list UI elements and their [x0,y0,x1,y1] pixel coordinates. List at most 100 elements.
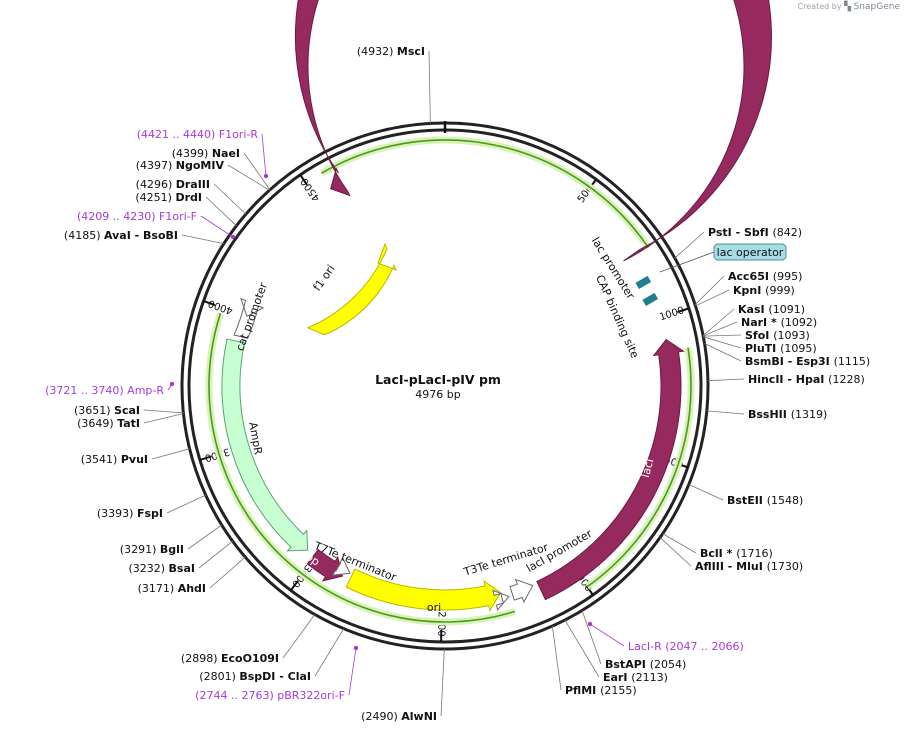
site-leader-line [243,152,271,191]
site-label: PflMI (2155) [565,684,637,697]
feature-cap-site-box [642,292,659,306]
site-position: (2490) [361,710,401,723]
site-name: PluTI [745,342,780,355]
site-label: NarI * (1092) [741,316,817,329]
site-name: SfoI [745,329,773,342]
site-name: KpnI [733,284,765,297]
site-leader-line [707,378,745,382]
primer-mark [169,381,175,387]
site-position: (4397) [136,159,176,172]
feature-label-ori: ori [427,601,441,614]
site-position: (3171) [138,582,178,595]
feature-laci-arrow [536,338,685,601]
site-label: BclI * (1716) [700,547,773,560]
site-leader-line [706,410,745,415]
site-leader-line [181,234,224,245]
site-leader-line [314,628,345,677]
site-name: PflMI [565,684,600,697]
site-leader-line [703,336,742,349]
site-name: BstAPI [605,658,650,671]
site-position: (1091) [768,303,805,316]
site-position: (1092) [781,316,818,329]
map-title: LacI-pLacI-pIV pm [375,372,501,387]
site-leader-line [213,183,247,215]
site-leader-line [694,275,725,305]
site-position: (1093) [773,329,810,342]
lac-operator-label: lac operator [717,246,784,259]
site-label: (4399) NaeI [172,147,240,160]
feature-t3te-arrow [492,589,510,611]
feature-ampr-arrow [221,338,309,552]
site-label: KasI (1091) [738,303,805,316]
feature-label-ampr: AmpR [246,421,265,456]
site-leader-line [703,321,738,337]
site-name: Acc65I [728,270,773,283]
tick-mark [199,455,212,461]
m13-guide [321,139,649,248]
primer-label: (4421 .. 4440) F1ori-R [137,128,259,141]
ampr-guide [208,313,516,623]
site-position: (3232) [128,562,168,575]
site-label: BssHII (1319) [748,408,827,421]
primer-label: (4209 .. 4230) F1ori-F [77,210,197,223]
site-label: (3291) BglI [120,543,184,556]
primer-mark [230,234,236,240]
snapgene-credit: Created by ▚ SnapGene [798,2,900,12]
site-name: AlwNI [401,710,437,723]
feature-lac-promoter-box [635,275,652,289]
site-leader-line [688,484,724,501]
site-label: (3393) FspI [97,507,163,520]
site-label: (3232) BsaI [128,562,195,575]
site-label: (3649) TatI [77,417,140,430]
site-label: (2490) AlwNI [361,710,437,723]
feature-ori-arrow [345,568,502,612]
site-position: (2113) [631,671,668,684]
site-position: (1716) [736,547,773,560]
site-name: AflIII - MluI [695,560,767,573]
site-position: (1115) [834,355,871,368]
site-label: PluTI (1095) [745,342,817,355]
site-name: TatI [117,417,140,430]
site-position: (999) [765,284,795,297]
site-position: (2155) [600,684,637,697]
site-leader-line [674,231,705,259]
feature-label-f1ori: f1 ori [311,263,338,294]
feature-t7te-arrow [331,556,351,576]
site-label: Acc65I (995) [728,270,802,283]
site-label: AflIII - MluI (1730) [695,560,803,573]
site-label: PstI - SbfI (842) [708,226,802,239]
site-name: BglI [160,543,184,556]
site-label: KpnI (999) [733,284,795,297]
tick-label: 4500 [299,176,322,203]
site-leader-line [703,334,742,337]
site-name: DrdI [175,191,202,204]
credit-prefix: Created by [797,2,842,11]
site-leader-line [227,164,270,191]
feature-f1-ori-arrow [306,242,397,336]
site-position: (4296) [136,178,176,191]
site-name: NarI * [741,316,781,329]
site-label: (2898) EcoO109I [181,652,279,665]
site-name: ScaI [114,404,140,417]
site-name: AhdI [178,582,206,595]
site-position: (842) [773,226,803,239]
site-leader-line [440,648,445,717]
tick-mark [299,174,308,186]
site-label: BstEII (1548) [727,494,803,507]
feature-label-laci: lacI [639,457,656,479]
site-position: (2801) [199,670,239,683]
site-label: BstAPI (2054) [605,658,686,671]
credit-brand: SnapGene [853,2,900,12]
site-leader-line [704,342,742,362]
site-position: (4399) [172,147,212,160]
site-name: PstI - SbfI [708,226,773,239]
primer-label: (2744 .. 2763) pBR322ori-F [195,689,345,702]
site-label: (3651) ScaI [74,404,140,417]
site-name: NgoMIV [176,159,225,172]
site-name: BsmBI - Esp3I [745,355,834,368]
site-position: (3651) [74,404,114,417]
site-label: BsmBI - Esp3I (1115) [745,355,870,368]
site-leader-line [143,413,184,424]
site-leader-line [143,409,184,414]
site-leader-line [209,556,246,589]
